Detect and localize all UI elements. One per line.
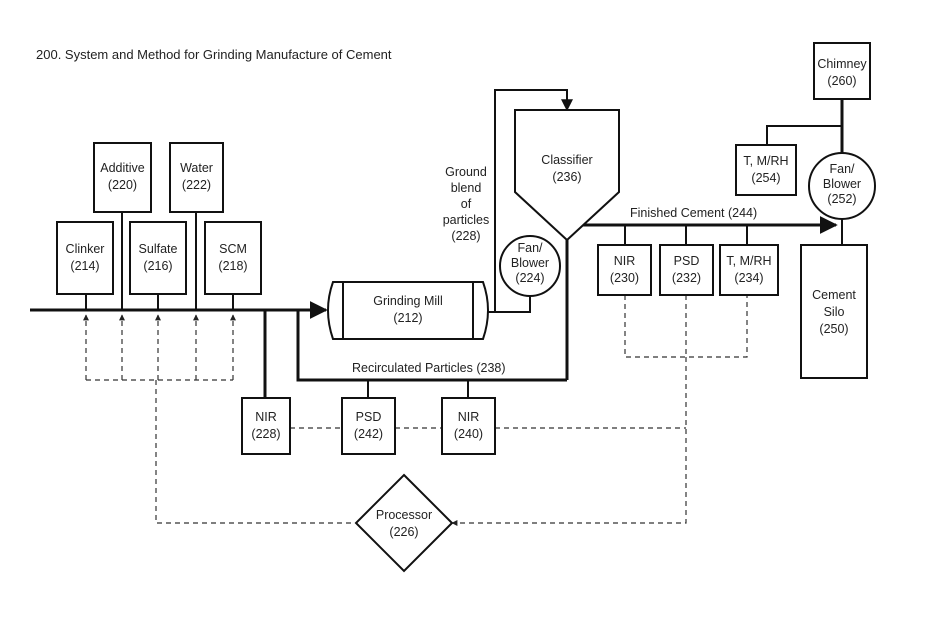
- nir-230-box: [597, 244, 652, 296]
- fan-252-label: Fan/Blower(252): [822, 162, 862, 206]
- chimney-box: [813, 42, 871, 100]
- tmrh-254-label: T, M/RH(254): [743, 154, 789, 185]
- chimney-label: Chimney(260): [817, 57, 867, 88]
- sulfate-label: Sulfate(216): [138, 242, 178, 273]
- diagram-title: 200. System and Method for Grinding Manu…: [36, 47, 392, 62]
- additive-box: [93, 142, 152, 213]
- nir-228-box: [241, 397, 291, 455]
- fan-blower-224: [499, 235, 561, 297]
- grinding-mill-label: Grinding Mill(212): [373, 294, 443, 325]
- clinker-label: Clinker(214): [65, 242, 105, 273]
- control-signal-lines: [83, 295, 748, 526]
- additive-label: Additive(220): [100, 161, 145, 192]
- processor-diamond: [354, 473, 454, 573]
- grinding-mill: [327, 281, 489, 340]
- scm-label: SCM(218): [218, 242, 248, 273]
- classifier-hopper: [514, 109, 620, 242]
- classifier-label: Classifier(236): [541, 153, 593, 184]
- psd-242-box: [341, 397, 396, 455]
- finished-cement-label: Finished Cement (244): [630, 206, 758, 220]
- ground-blend-label: Ground blend of particles (228): [442, 165, 490, 243]
- nir-240-label: NIR(240): [453, 410, 484, 441]
- nir-240-box: [441, 397, 496, 455]
- tmrh-254-box: [735, 144, 797, 196]
- water-box: [169, 142, 224, 213]
- water-label: Water(222): [180, 161, 213, 192]
- psd-242-label: PSD(242): [353, 410, 384, 441]
- psd-232-label: PSD(232): [671, 254, 702, 285]
- fan-blower-252: [808, 152, 876, 220]
- cement-silo: [800, 244, 868, 379]
- tmrh-234-label: T, M/RH(234): [726, 254, 772, 285]
- tmrh-234-box: [719, 244, 779, 296]
- fan-224-label: Fan/Blower(224): [510, 241, 550, 285]
- psd-232-box: [659, 244, 714, 296]
- clinker-box: [56, 221, 114, 295]
- recirculated-label: Recirculated Particles (238): [352, 361, 506, 375]
- sulfate-box: [129, 221, 187, 295]
- scm-box: [204, 221, 262, 295]
- nir-228-label: NIR(228): [251, 410, 281, 441]
- processor-label: Processor(226): [375, 508, 433, 539]
- nir-230-label: NIR(230): [609, 254, 640, 285]
